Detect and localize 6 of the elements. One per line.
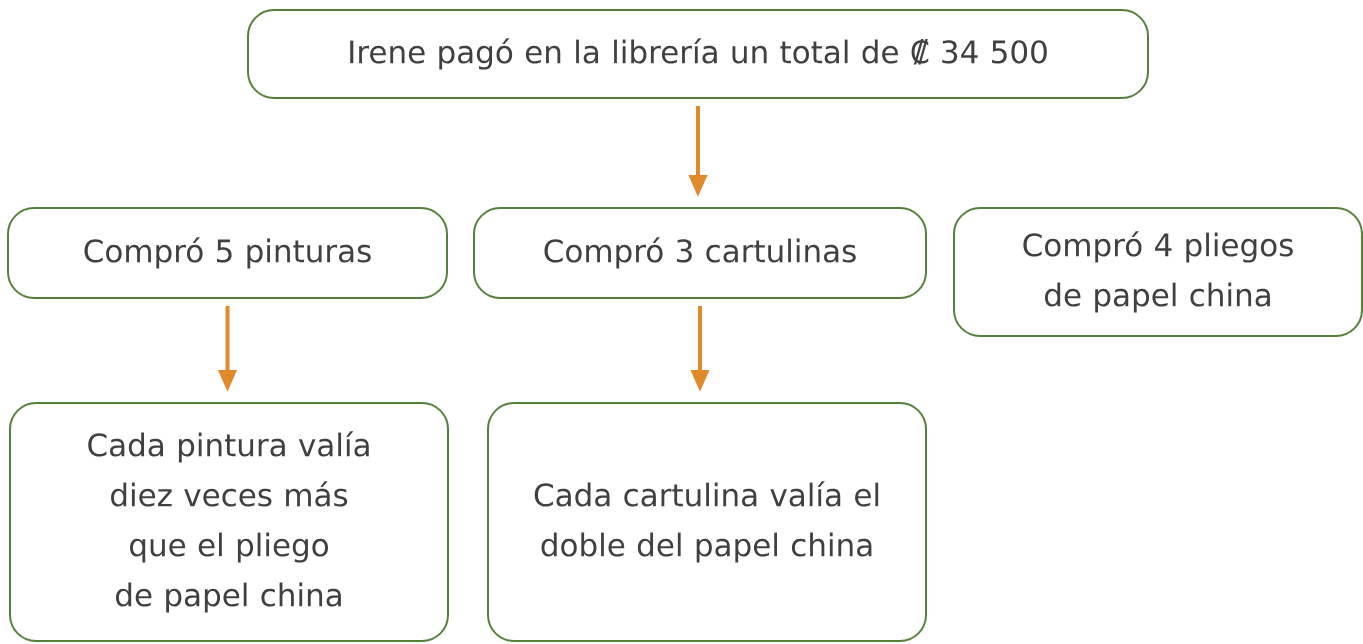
text-box: Cada pintura valía diez veces más que el pliego de papel china	[9, 402, 449, 642]
text-box: Compró 3 cartulinas	[473, 207, 927, 299]
text-box: Compró 5 pinturas	[7, 207, 448, 299]
text-box: Cada cartulina valía el doble del papel china	[487, 402, 927, 642]
text-box: Irene pagó en la librería un total de ₡ 34 500	[247, 9, 1149, 99]
text-box: Compró 4 pliegos de papel china	[953, 207, 1363, 337]
